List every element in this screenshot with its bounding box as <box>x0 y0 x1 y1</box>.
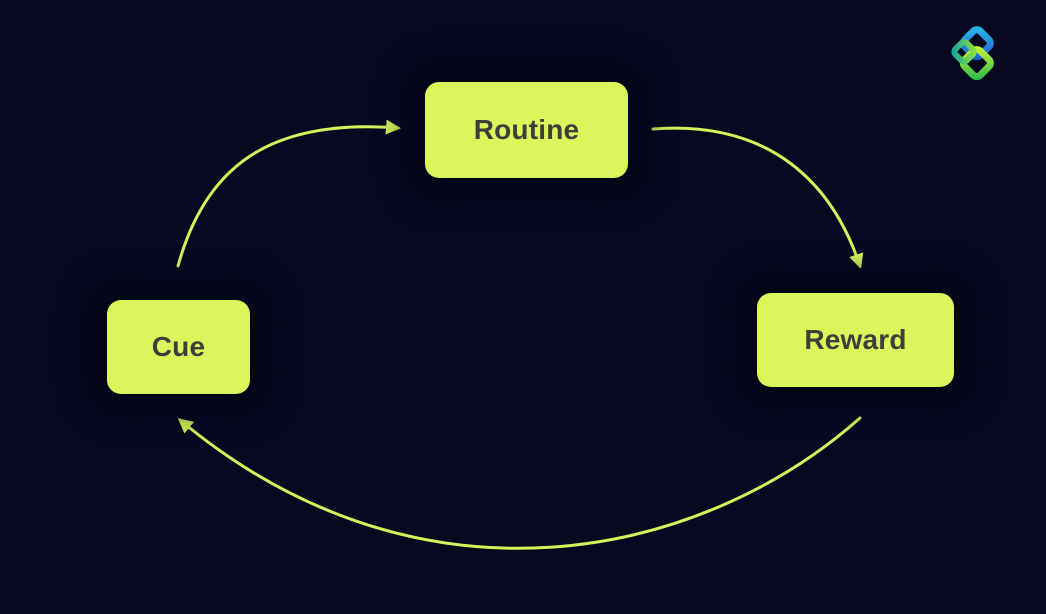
interlocking-chain-logo-icon <box>951 26 994 81</box>
cue-node: Cue <box>107 300 250 394</box>
arrow-reward-to-cue <box>177 416 862 550</box>
reward-node: Reward <box>757 293 954 387</box>
arrow-cue-to-routine <box>176 119 401 268</box>
routine-node: Routine <box>425 82 628 178</box>
arrow-routine-to-reward <box>651 126 864 269</box>
